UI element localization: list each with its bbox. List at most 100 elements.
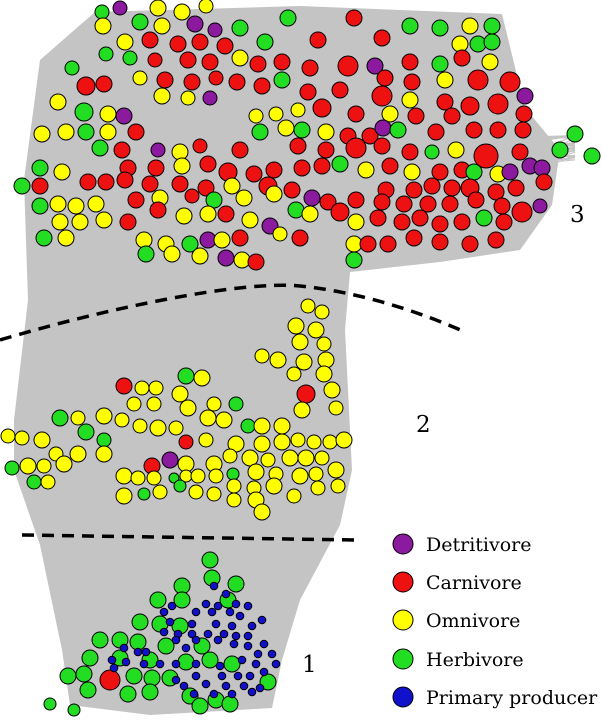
- node-level3-herbivore: [98, 46, 114, 62]
- node-level3-carnivore: [228, 73, 246, 91]
- node-level2-omnivore: [149, 419, 167, 437]
- node-level3-carnivore: [141, 175, 159, 193]
- node-level3-omnivore: [135, 231, 153, 249]
- node-level3-omnivore: [67, 197, 85, 215]
- node-level3-omnivore: [268, 106, 284, 122]
- node-level3-herbivore: [424, 144, 440, 160]
- node-level3-herbivore: [273, 71, 291, 89]
- node-level3-omnivore: [301, 205, 319, 223]
- node-level1-primary-producer: [231, 631, 241, 641]
- node-level3-carnivore: [347, 191, 365, 209]
- node-level2-omnivore: [290, 432, 306, 448]
- node-level3-carnivore: [319, 193, 337, 211]
- node-level2-detritivore: [161, 451, 179, 469]
- node-level3-omnivore: [173, 157, 191, 175]
- node-level3-carnivore: [373, 193, 391, 211]
- node-level3-carnivore: [289, 137, 307, 155]
- node-level1-herbivore: [67, 703, 81, 717]
- node-level3-omnivore: [71, 213, 89, 231]
- node-level3-carnivore: [249, 55, 267, 73]
- node-level3-carnivore: [453, 49, 471, 67]
- node-level3-herbivore: [137, 245, 155, 263]
- node-level1-primary-producer: [251, 659, 261, 669]
- node-level1-herbivore: [79, 681, 97, 699]
- node-level1-primary-producer: [189, 689, 199, 699]
- node-level2-omnivore: [322, 434, 338, 450]
- node-level1-primary-producer: [201, 599, 211, 609]
- node-level3-carnivore: [199, 155, 217, 173]
- node-level3-herbivore: [345, 251, 363, 269]
- node-level1-primary-producer: [235, 611, 245, 621]
- node-level3-omnivore: [451, 35, 469, 53]
- node-level3-omnivore: [57, 229, 75, 247]
- node-level3-carnivore: [201, 53, 219, 71]
- node-level2-omnivore: [19, 457, 37, 475]
- node-level3-carnivore: [381, 157, 399, 175]
- node-level2-herbivore: [137, 487, 151, 501]
- node-level3-detritivore: [366, 57, 384, 75]
- node-level3-herbivore: [13, 177, 31, 195]
- node-level3-carnivore: [293, 159, 311, 177]
- node-level2-omnivore: [148, 380, 164, 396]
- node-level3-carnivore: [535, 173, 553, 191]
- node-level3-herbivore: [91, 139, 109, 157]
- node-level2-omnivore: [40, 474, 56, 490]
- node-level2-herbivore: [77, 423, 95, 441]
- node-level3-herbivore: [431, 19, 449, 37]
- node-level2-omnivore: [327, 461, 345, 479]
- node-level2-omnivore: [281, 449, 299, 467]
- node-level3-carnivore: [253, 77, 271, 95]
- node-level3-carnivore: [97, 173, 115, 191]
- divider-upper: [0, 283, 466, 342]
- node-level2-omnivore: [314, 450, 330, 466]
- node-level3-herbivore: [31, 159, 49, 177]
- node-level1-herbivore: [75, 665, 93, 683]
- node-level3-carnivore: [197, 179, 215, 197]
- node-level2-herbivore: [168, 472, 180, 484]
- node-level1-herbivore: [91, 631, 109, 649]
- node-level2-omnivore: [179, 399, 197, 417]
- node-level2-omnivore: [14, 430, 30, 446]
- node-level1-herbivore: [227, 575, 245, 593]
- node-level3-omnivore: [198, 0, 214, 14]
- node-level3-carnivore: [419, 195, 437, 213]
- node-level3-detritivore: [303, 189, 321, 207]
- node-level3-carnivore: [467, 191, 485, 209]
- node-level2-omnivore: [171, 385, 189, 403]
- node-level3-carnivore: [473, 143, 499, 169]
- node-level1-primary-producer: [187, 629, 197, 639]
- node-level1-primary-producer: [191, 607, 201, 617]
- node-level3-carnivore: [405, 229, 423, 247]
- node-level2-herbivore: [51, 409, 69, 427]
- node-level2-omnivore: [315, 365, 333, 383]
- node-level2-omnivore: [132, 418, 148, 434]
- node-level1-primary-producer: [139, 659, 149, 669]
- level-2-label: 2: [416, 412, 431, 438]
- node-level2-omnivore: [222, 448, 238, 464]
- node-level2-omnivore: [330, 478, 346, 494]
- node-level3-omnivore: [231, 49, 249, 67]
- node-level2-omnivore: [193, 369, 211, 387]
- node-level1-primary-producer: [167, 601, 177, 611]
- legend-label-detritivore: Detritivore: [426, 534, 531, 556]
- node-level3-detritivore: [150, 142, 166, 158]
- node-level2-omnivore: [291, 333, 309, 351]
- node-level3-carnivore: [499, 71, 521, 93]
- node-level3-herbivore: [475, 209, 493, 227]
- node-level3-carnivore: [247, 253, 265, 271]
- node-level3-carnivore: [515, 105, 533, 123]
- node-level3-carnivore: [423, 177, 441, 195]
- node-level3-herbivore: [483, 17, 501, 35]
- legend-swatch-detritivore: [392, 533, 414, 555]
- edge-strand: [366, 141, 576, 180]
- node-level2-omnivore: [146, 396, 162, 412]
- node-level3-carnivore: [369, 209, 387, 227]
- node-level1-primary-producer: [271, 659, 281, 669]
- node-level2-omnivore: [146, 470, 162, 486]
- node-level3-omnivore: [290, 102, 306, 118]
- node-level2-omnivore: [286, 488, 302, 504]
- node-level3-carnivore: [514, 121, 532, 139]
- node-level2-omnivore: [206, 396, 222, 412]
- node-level3-carnivore: [116, 171, 134, 189]
